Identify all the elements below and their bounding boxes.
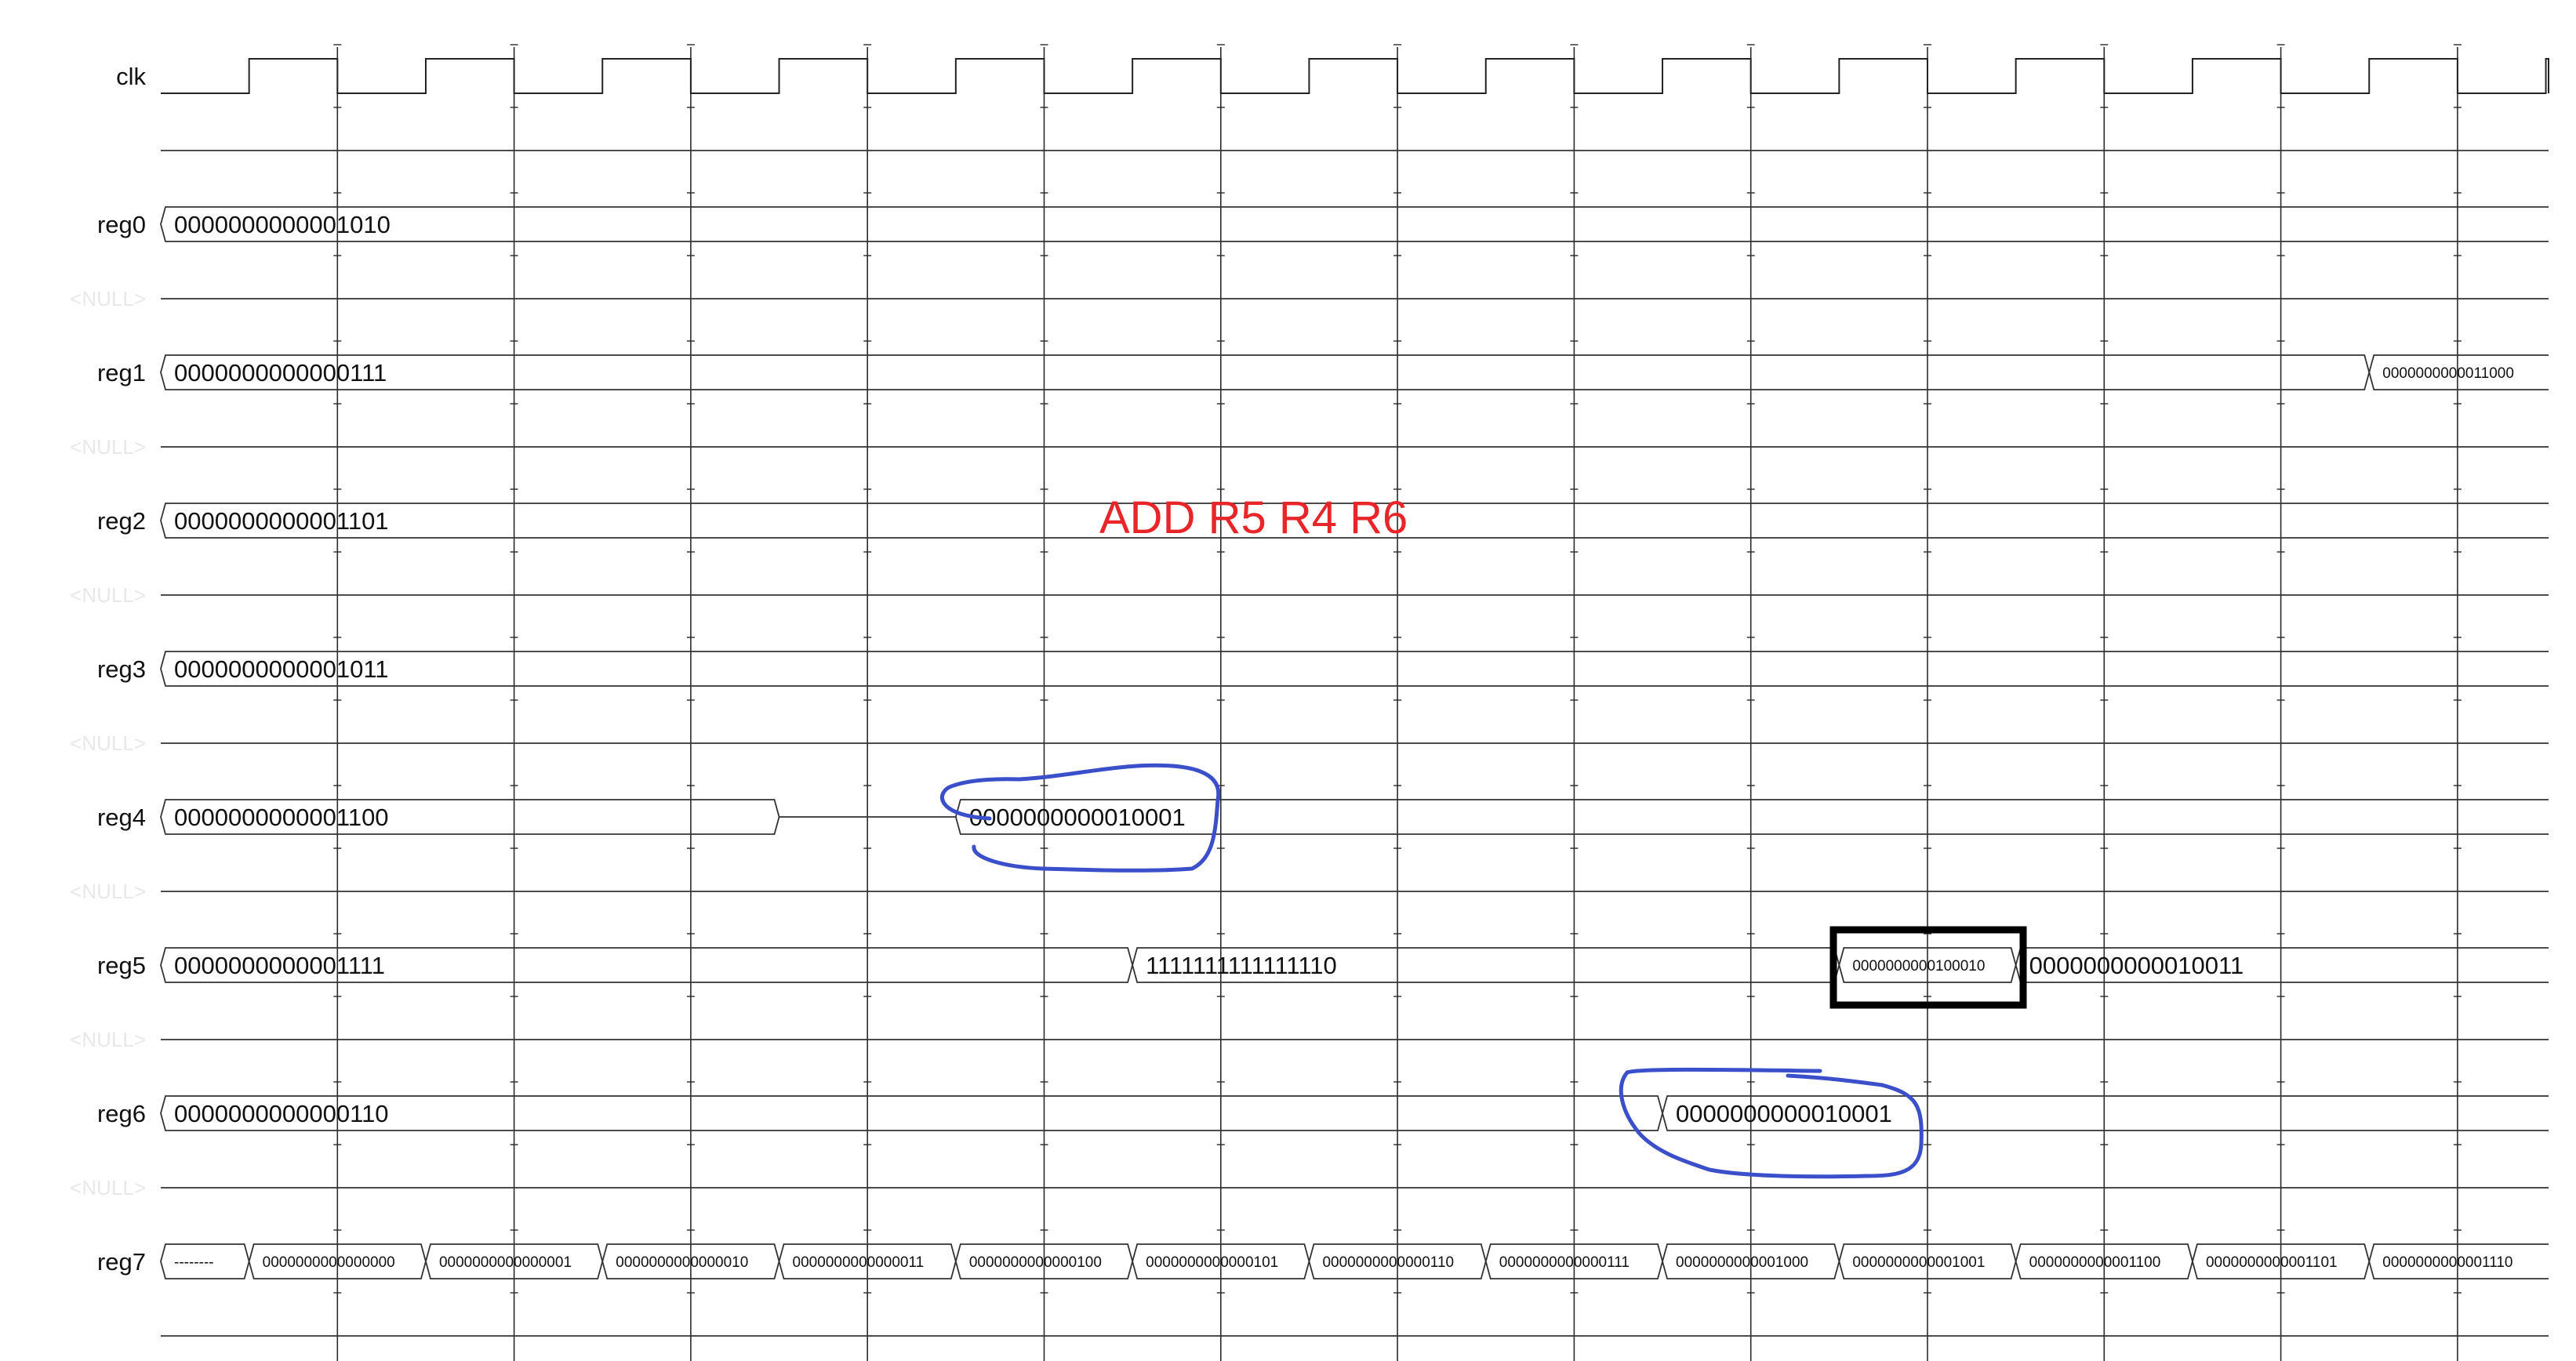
bus-value: 0000000000001011: [174, 655, 389, 683]
bus-value: 0000000000100010: [1852, 958, 1985, 974]
null-label: <NULL>: [70, 583, 146, 607]
bus-value: 0000000000001111: [174, 952, 385, 979]
bus-value: --------: [174, 1254, 214, 1271]
bus-segment: [2368, 1243, 2549, 1279]
null-label: <NULL>: [70, 731, 146, 755]
bus-segment: [160, 651, 2549, 687]
bus-value: 0000000000001001: [1852, 1254, 1985, 1271]
bus-value: 0000000000001101: [2206, 1254, 2338, 1271]
bus-segment: [2192, 1243, 2371, 1279]
bus-segment: [160, 947, 1134, 983]
bus-segment: [1662, 1243, 1840, 1279]
signal-row-reg5: reg5 0000000000001111 1111111111111110 0000…: [70, 947, 2549, 1051]
bus-value: 0000000000000010: [616, 1254, 748, 1271]
bus-value: 0000000000001100: [2029, 1254, 2161, 1271]
null-label: <NULL>: [70, 287, 146, 310]
bus-value: 0000000000000110: [1322, 1254, 1454, 1271]
bus-segment: [160, 206, 2549, 242]
bus-segment: [1308, 1243, 1487, 1279]
bus-segment: [1838, 947, 2017, 983]
signal-name: reg3: [97, 655, 146, 683]
bus-segment: [954, 1243, 1134, 1279]
bus-segment: [425, 1243, 604, 1279]
bus-segment: [160, 354, 2371, 390]
bus-segment: [160, 799, 780, 835]
signal-name: reg1: [97, 359, 146, 387]
bus-value: 1111111111111110: [1146, 952, 1337, 979]
null-label: <NULL>: [70, 1176, 146, 1199]
null-label: <NULL>: [70, 880, 146, 903]
bus-value: 0000000000000011: [793, 1254, 925, 1271]
bus-value: 0000000000001101: [174, 507, 389, 535]
signal-name: reg2: [97, 507, 146, 535]
reg4-circle-mark: [940, 763, 1221, 873]
bus-value: 0000000000001100: [174, 804, 389, 831]
bus-segment: [1132, 1243, 1310, 1279]
bus-value: 0000000000000000: [263, 1254, 395, 1271]
bus-value: 0000000000001110: [2382, 1254, 2512, 1271]
signal-row-reg7: reg7 -------- 0000000000000000 000000000000…: [97, 1243, 2549, 1337]
bus-value: 0000000000010001: [1676, 1100, 1892, 1127]
bus-value: 0000000000001000: [1676, 1254, 1808, 1271]
reg6-circle-mark: [1619, 1067, 1924, 1179]
bus-value: 0000000000011000: [2382, 365, 2514, 382]
bus-segment: [2015, 947, 2549, 983]
signal-row-reg0: reg0 0000000000001010 <NULL>: [70, 206, 2549, 310]
bus-segment: [160, 1243, 250, 1279]
signal-name: clk: [116, 63, 146, 90]
bus-value: 0000000000001010: [174, 211, 391, 238]
bus-segment: [954, 799, 2549, 835]
instruction-annotation: ADD R5 R4 R6: [1099, 492, 1408, 543]
bus-value: 0000000000000111: [174, 359, 387, 387]
signal-row-reg6: reg6 0000000000000110 0000000000010001 <NUL…: [70, 1095, 2549, 1199]
bus-segment: [160, 503, 2549, 539]
bus-value: 0000000000000111: [1499, 1254, 1630, 1271]
clock-waveform: [161, 58, 2549, 94]
signal-row-reg1: reg1 0000000000000111 0000000000011000 <NUL…: [70, 354, 2549, 459]
bus-value: 0000000000000101: [1146, 1254, 1278, 1271]
signal-row-reg2: reg2 0000000000001101 <NULL>: [70, 503, 2549, 607]
bus-segment: [1662, 1095, 2549, 1131]
signal-name: reg4: [97, 804, 146, 831]
signal-rows: clk reg0 0000000000001010 <NULL> reg1 0000000…: [70, 58, 2549, 1337]
clock-grid: [333, 44, 2462, 1361]
bus-segment: [1484, 1243, 1663, 1279]
bus-value: 0000000000000100: [969, 1254, 1102, 1271]
bus-segment: [778, 1243, 957, 1279]
null-label: <NULL>: [70, 1028, 146, 1051]
bus-segment: [248, 1243, 427, 1279]
signal-row-clk: clk: [116, 58, 2549, 151]
bus-segment: [2368, 354, 2549, 390]
signal-name: reg0: [97, 211, 146, 238]
bus-value: 0000000000000001: [439, 1254, 572, 1271]
null-label: <NULL>: [70, 435, 146, 459]
highlight-marks: [940, 763, 2027, 1179]
bus-segment: [160, 1095, 1663, 1131]
bus-value: 0000000000010011: [2029, 952, 2244, 979]
bus-value: 0000000000000110: [174, 1100, 389, 1127]
signal-name: reg5: [97, 952, 146, 979]
signal-name: reg7: [97, 1248, 146, 1276]
signal-name: reg6: [97, 1100, 146, 1127]
signal-row-reg3: reg3 0000000000001011 <NULL>: [70, 651, 2549, 755]
reg5-box-mark: [1829, 926, 2027, 1009]
signal-row-reg4: reg4 0000000000001100 0000000000010001 <NUL…: [70, 799, 2549, 903]
bus-segment: [601, 1243, 780, 1279]
bus-segment: [2015, 1243, 2193, 1279]
bus-segment: [1838, 1243, 2017, 1279]
bus-value: 0000000000010001: [969, 804, 1186, 831]
